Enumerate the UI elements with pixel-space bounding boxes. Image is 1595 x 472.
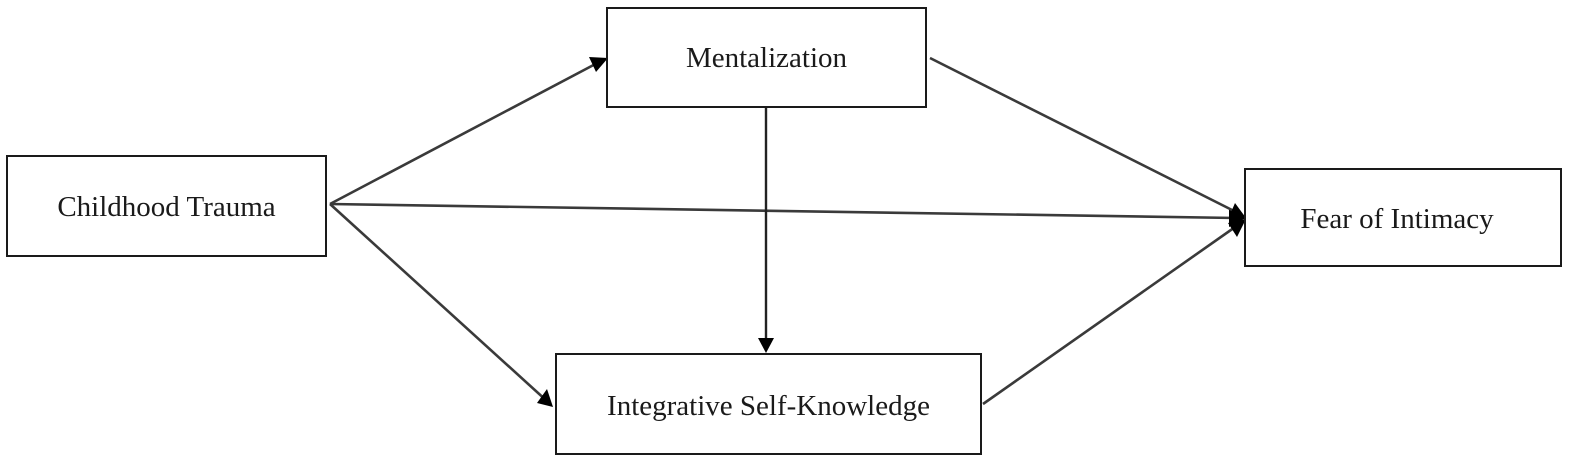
node-label-mentalization: Mentalization xyxy=(686,42,848,74)
arrowhead-icon xyxy=(537,389,553,407)
arrowhead-icon xyxy=(1228,219,1246,237)
node-fear-of-intimacy: Fear of Intimacy xyxy=(1244,168,1562,267)
node-mentalization: Mentalization xyxy=(606,7,927,108)
node-label-integrative-self-knowledge: Integrative Self-Knowledge xyxy=(607,390,930,422)
edge-mentalization-to-fear-of-intimacy xyxy=(929,56,1246,218)
edge-childhood-trauma-to-mentalization xyxy=(329,57,608,206)
edge-integrative-self-knowledge-to-fear-of-intimacy xyxy=(982,219,1246,406)
edge-childhood-trauma-to-integrative-self-knowledge xyxy=(329,203,553,407)
arrowhead-icon xyxy=(758,338,774,353)
node-label-fear-of-intimacy: Fear of Intimacy xyxy=(1300,203,1494,235)
node-childhood-trauma: Childhood Trauma xyxy=(6,155,327,257)
node-integrative-self-knowledge: Integrative Self-Knowledge xyxy=(555,353,982,455)
edge-childhood-trauma-to-fear-of-intimacy xyxy=(329,202,1246,227)
arrowhead-icon xyxy=(589,57,608,72)
node-label-childhood-trauma: Childhood Trauma xyxy=(57,191,275,223)
arrowhead-icon xyxy=(1229,203,1246,218)
edge-mentalization-to-integrative-self-knowledge xyxy=(758,108,774,353)
